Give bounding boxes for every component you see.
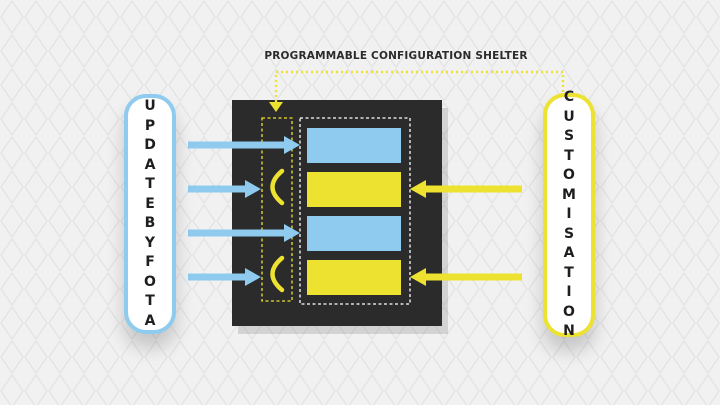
label-letter: B <box>144 215 156 231</box>
label-letter: T <box>145 293 155 309</box>
label-letter: F <box>145 254 155 270</box>
arrow-left-icon <box>410 268 522 286</box>
diagram-title: PROGRAMMABLE CONFIGURATION SHELTER <box>264 50 528 62</box>
slots-frame <box>299 117 411 305</box>
label-letter: O <box>563 167 575 184</box>
label-letter: A <box>144 312 156 329</box>
dotted-connector <box>274 70 565 103</box>
label-letter: Y <box>144 234 156 251</box>
label-letter: U <box>563 108 575 125</box>
label-letter: P <box>144 117 156 134</box>
bracket-column-frame <box>261 117 293 302</box>
label-letter: O <box>144 273 156 290</box>
label-letter: S <box>563 225 575 242</box>
label-letter: A <box>563 245 575 262</box>
slot-yellow-1 <box>307 172 401 207</box>
arrow-right-icon <box>188 136 300 154</box>
label-letter: C <box>563 89 575 106</box>
open-bracket-icon <box>270 255 285 293</box>
label-letter: T <box>564 264 574 281</box>
slot-yellow-2 <box>307 260 401 295</box>
label-letter: T <box>564 147 574 164</box>
slot-blue-2 <box>307 216 401 251</box>
label-letter: O <box>563 303 575 320</box>
label-letter: E <box>145 195 155 212</box>
label-letter: A <box>144 156 156 173</box>
arrow-right-icon <box>188 268 261 286</box>
slot-blue-1 <box>307 128 401 163</box>
label-letter: S <box>563 128 575 145</box>
arrow-right-icon <box>188 180 261 198</box>
label-letter: T <box>145 176 155 192</box>
label-letter: M <box>562 186 576 203</box>
label-letter: I <box>566 284 572 301</box>
label-letter: N <box>563 323 575 340</box>
label-letter: U <box>144 98 156 114</box>
arrow-left-icon <box>410 180 522 198</box>
label-letter: D <box>144 137 156 153</box>
arrow-right-icon <box>188 224 300 242</box>
label-letter: I <box>566 206 572 223</box>
connector-arrowhead-icon <box>269 102 283 112</box>
open-bracket-icon <box>270 168 285 206</box>
